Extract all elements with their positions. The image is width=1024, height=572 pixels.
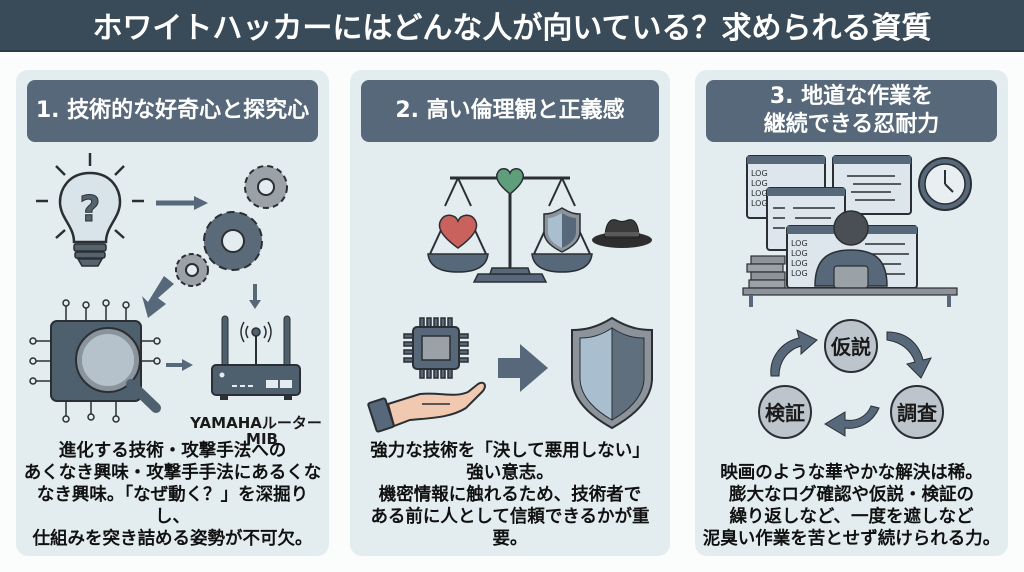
hand-chip-icon <box>367 317 486 433</box>
book-stack-icon <box>746 255 786 289</box>
page-title: ホワイトハッカーにはどんな人が向いている？求められる資質 <box>92 11 932 46</box>
desc-line: 強力な技術を「決して悪用しない」 <box>370 441 650 461</box>
log-text: LOG <box>791 269 808 278</box>
router-label-line2: MIB <box>246 430 278 448</box>
panel-patience: 3. 地道な作業を 継続できる忍耐力 LOG LOG LOG LOG LOG L… <box>695 70 1008 556</box>
desc-line: 機密情報に触れるため、技術者で <box>378 485 642 505</box>
person-at-desk-icon <box>742 210 958 307</box>
arrow-right-icon <box>156 196 208 210</box>
patience-illustration: LOG LOG LOG LOG LOG LOG LOG LOG <box>742 155 972 439</box>
log-text: LOG <box>791 249 808 258</box>
clock-icon <box>918 157 972 211</box>
panel-title-line: 継続できる忍耐力 <box>763 112 940 137</box>
balance-scale-icon <box>427 176 593 283</box>
page-header: ホワイトハッカーにはどんな人が向いている？求められる資質 <box>0 0 1024 52</box>
desc-line: あくなき興味・攻撃手手法にあるくな <box>23 463 322 483</box>
desc-line: 映画のような華やかな解決は稀。 <box>720 463 983 483</box>
router-icon <box>211 315 301 400</box>
panel-title: 2. 高い倫理観と正義感 <box>361 80 659 142</box>
cycle-arrow-icon <box>770 329 818 377</box>
desc-line: 膨大なログ確認や仮説・検証の <box>729 485 974 505</box>
curiosity-illustration: ? <box>29 153 322 448</box>
desc-line: 仕組みを突き詰める姿勢が不可欠。 <box>32 529 313 549</box>
panel-description: 映画のような華やかな解決は稀。 膨大なログ確認や仮説・検証の 繰り返しなど、一度… <box>699 462 1004 550</box>
log-text: LOG <box>751 199 768 208</box>
panel-title: 1. 技術的な好奇心と探究心 <box>27 80 318 142</box>
arrow-right-icon <box>498 344 548 392</box>
chip-magnifier-icon <box>29 299 161 423</box>
cycle-diagram: 仮説 調査 検証 <box>758 319 944 439</box>
arrow-down-left-icon <box>142 276 174 318</box>
shield-icon <box>571 316 653 430</box>
desc-line: 強い意志。 <box>466 463 554 483</box>
desc-line: ある前に人として信頼できるかが重要。 <box>370 507 650 549</box>
log-text: LOG <box>791 259 808 268</box>
cycle-step-verification: 検証 <box>765 401 805 425</box>
panel-curiosity: 1. 技術的な好奇心と探究心 ? <box>16 70 329 556</box>
code-window-icon <box>832 155 912 215</box>
shield-icon <box>543 207 581 253</box>
router-label-line1: YAMAHAルーター <box>189 414 322 432</box>
panel-description: 強力な技術を「決して悪用しない」 強い意志。 機密情報に触れるため、技術者で あ… <box>354 440 666 550</box>
desc-line: 泥臭い作業を苦とせず続けられる力。 <box>702 529 1001 549</box>
cycle-step-investigation: 調査 <box>897 401 937 425</box>
log-text: LOG <box>751 169 768 178</box>
cycle-arrow-icon <box>824 405 880 437</box>
panel-title: 3. 地道な作業を 継続できる忍耐力 <box>706 80 997 142</box>
log-text: LOG <box>751 189 768 198</box>
desc-line: なき興味。「なぜ動く？」を深掘りし、 <box>36 485 309 527</box>
log-text: LOG <box>751 179 768 188</box>
desc-line: 繰り返しなど、一度を遮しなど <box>729 507 974 527</box>
ethics-illustration <box>367 168 653 433</box>
panel-ethics: 2. 高い倫理観と正義感 <box>350 70 670 556</box>
black-hat-icon <box>592 219 652 248</box>
gears-icon <box>175 165 288 287</box>
log-text: LOG <box>791 239 808 248</box>
cycle-step-hypothesis: 仮説 <box>830 335 871 359</box>
desc-line: 進化する技術・攻撃手法への <box>58 441 287 461</box>
svg-text:?: ? <box>80 189 101 230</box>
panel-title-line: 3. 地道な作業を <box>769 84 934 109</box>
heart-icon <box>496 168 524 195</box>
cycle-arrow-icon <box>886 331 932 379</box>
heart-icon <box>438 214 478 249</box>
arrow-down-icon <box>249 284 261 309</box>
arrow-right-icon <box>166 359 193 371</box>
panel-description: 進化する技術・攻撃手法への あくなき興味・攻撃手手法にあるくな なき興味。「なぜ… <box>20 440 325 550</box>
lightbulb-question-icon: ? <box>36 153 144 267</box>
